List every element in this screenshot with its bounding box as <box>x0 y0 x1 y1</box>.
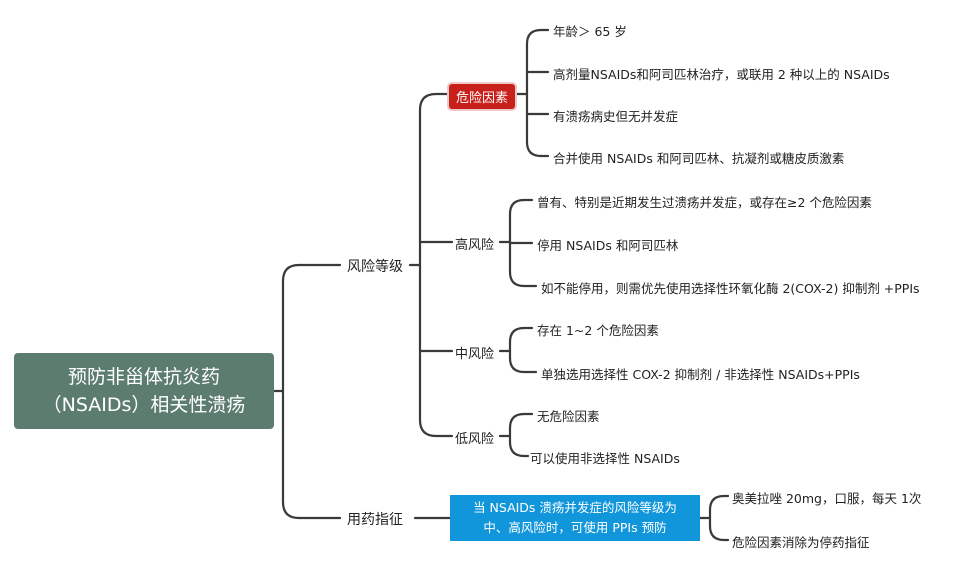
high-risk-item: 如不能停用，则需优先使用选择性环氧化酶 2(COX-2) 抑制剂 +PPIs <box>541 281 920 296</box>
high-risk-item: 停用 NSAIDs 和阿司匹林 <box>537 238 679 253</box>
connector-indication-bracket <box>708 494 726 542</box>
risk-factor-item: 有溃疡病史但无并发症 <box>553 109 679 124</box>
indication-item: 危险因素消除为停药指征 <box>732 535 870 550</box>
connector-risk-bracket <box>418 92 438 438</box>
indication-topic: 用药指征 <box>347 512 403 528</box>
root-title-line1: 预防非甾体抗炎药 <box>67 366 220 388</box>
low-risk-item: 无危险因素 <box>537 409 600 424</box>
connector-low-bracket <box>508 412 526 458</box>
root-title-line2: （NSAIDs）相关性溃疡 <box>42 394 246 416</box>
risk-grade-topic: 风险等级 <box>347 259 403 275</box>
indication-box-line2: 中、高风险时，可使用 PPIs 预防 <box>483 520 667 535</box>
risk-factor-item: 合并使用 NSAIDs 和阿司匹林、抗凝剂或糖皮质激素 <box>553 151 845 166</box>
indication-item: 奥美拉唑 20mg，口服，每天 1次 <box>732 491 922 506</box>
root-topic: 预防非甾体抗炎药 （NSAIDs）相关性溃疡 <box>14 353 274 429</box>
risk-factor-item: 高剂量NSAIDs和阿司匹林治疗，或联用 2 种以上的 NSAIDs <box>553 67 890 82</box>
connector-rf-bracket <box>525 28 543 158</box>
medium-risk-topic: 中风险 <box>455 347 495 362</box>
high-risk-topic: 高风险 <box>455 238 495 253</box>
indication-box-line1: 当 NSAIDs 溃疡并发症的风险等级为 <box>473 500 677 515</box>
low-risk-topic: 低风险 <box>455 432 495 447</box>
connector-medium-bracket <box>508 326 526 374</box>
high-risk-item: 曾有、特别是近期发生过溃疡并发症，或存在≥2 个危险因素 <box>537 195 872 210</box>
medium-risk-item: 存在 1~2 个危险因素 <box>537 323 659 338</box>
risk-factors-topic: 危险因素 <box>449 84 516 109</box>
connector-root-bracket <box>281 263 301 520</box>
risk-factor-item: 年龄＞ 65 岁 <box>553 24 627 39</box>
medium-risk-item: 单独选用选择性 COX-2 抑制剂 / 非选择性 NSAIDs+PPIs <box>541 367 860 382</box>
low-risk-item: 可以使用非选择性 NSAIDs <box>530 451 680 466</box>
indication-box: 当 NSAIDs 溃疡并发症的风险等级为 中、高风险时，可使用 PPIs 预防 <box>450 495 700 541</box>
